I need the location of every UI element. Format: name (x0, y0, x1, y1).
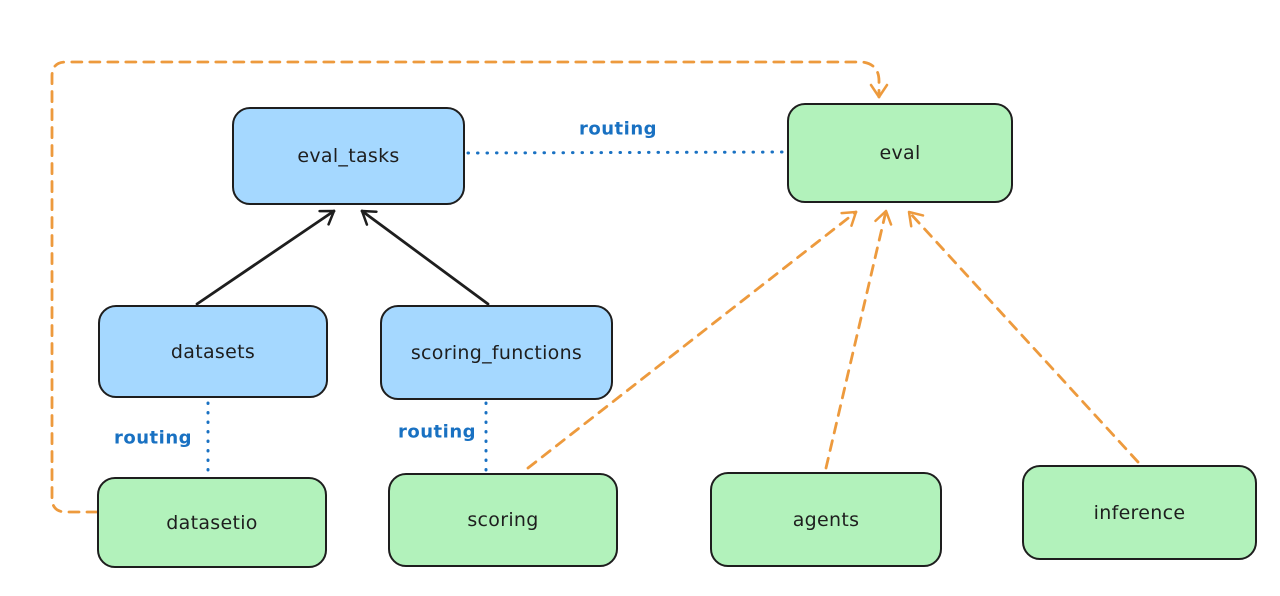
node-inference: inference (1022, 465, 1257, 560)
node-eval: eval (787, 103, 1013, 203)
node-inference-label: inference (1093, 501, 1186, 524)
node-eval-tasks-label: eval_tasks (297, 145, 400, 167)
node-agents-label: agents (792, 508, 860, 531)
node-datasetio: datasetio (97, 477, 327, 568)
node-scoring-label: scoring (467, 509, 539, 531)
node-agents: agents (710, 472, 942, 567)
node-eval-label: eval (879, 142, 921, 164)
edge-datasets-to-eval-tasks-arrow (195, 209, 336, 306)
edge-agents-to-eval-arrow (824, 209, 893, 470)
routing-label-scoring-functions-to-scoring: routing (397, 421, 477, 443)
node-scoring-functions: scoring_functions (380, 305, 613, 400)
routing-label-datasets-to-datasetio: routing (113, 427, 193, 449)
node-datasets: datasets (98, 305, 328, 398)
edge-scoring-to-eval-arrow (526, 210, 858, 470)
routing-label-eval-tasks-to-eval: routing (578, 118, 658, 140)
edge-eval-tasks-to-eval-routing (466, 150, 787, 155)
node-scoring-functions-label: scoring_functions (410, 341, 583, 364)
edge-scoring-functions-to-eval-tasks-arrow (360, 209, 490, 306)
node-datasetio-label: datasetio (166, 511, 258, 534)
node-scoring: scoring (388, 473, 618, 567)
edge-datasetio-to-eval-arrow (50, 60, 889, 514)
node-datasets-label: datasets (170, 340, 256, 363)
node-eval-tasks: eval_tasks (232, 107, 465, 205)
edge-inference-to-eval-arrow (907, 210, 1140, 464)
